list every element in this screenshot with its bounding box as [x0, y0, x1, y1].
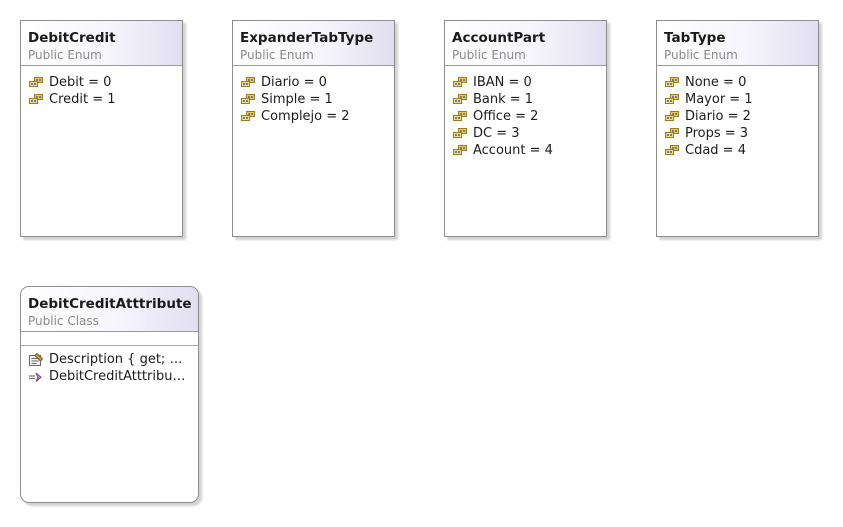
enum-member-icon [452, 110, 468, 124]
enum-shape-debitcredit[interactable]: DebitCredit Public Enum Debit = 0 Credit … [20, 20, 183, 237]
member-list: Description { get; set; } DebitCreditAttt… [21, 346, 198, 385]
member-row[interactable]: Simple = 1 [240, 91, 394, 108]
enum-member-icon [240, 110, 256, 124]
member-text: Account = 4 [473, 143, 553, 158]
shape-header[interactable]: DebitCredit Public Enum [21, 21, 182, 66]
member-row[interactable]: IBAN = 0 [452, 74, 606, 91]
member-list: None = 0 Mayor = 1 Diario = 2 Props = 3 Cdad… [657, 66, 818, 159]
property-icon [28, 352, 44, 367]
member-row[interactable]: Bank = 1 [452, 91, 606, 108]
member-text: Complejo = 2 [261, 109, 350, 124]
shape-name: DebitCreditAtttribute [28, 296, 192, 312]
enum-member-icon [28, 93, 44, 107]
member-text: Debit = 0 [49, 75, 112, 90]
member-text: Office = 2 [473, 109, 539, 124]
member-text: Props = 3 [685, 126, 749, 141]
shape-name: DebitCredit [28, 30, 116, 46]
member-row[interactable]: DebitCreditAtttribute() [28, 368, 198, 385]
member-text: IBAN = 0 [473, 75, 532, 90]
shape-header[interactable]: DebitCreditAtttribute Public Class [21, 287, 198, 332]
enum-member-icon [240, 93, 256, 107]
shape-kind: Public Enum [240, 48, 314, 62]
constructor-icon [28, 370, 44, 384]
member-text: DebitCreditAtttribute() [49, 369, 189, 384]
base-type-compartment [21, 332, 198, 346]
member-text: Diario = 0 [261, 75, 327, 90]
enum-member-icon [452, 144, 468, 158]
shape-name: TabType [664, 30, 726, 46]
member-row[interactable]: DC = 3 [452, 125, 606, 142]
shape-name: AccountPart [452, 30, 546, 46]
member-row[interactable]: Diario = 2 [664, 108, 818, 125]
enum-member-icon [664, 127, 680, 141]
enum-shape-accountpart[interactable]: AccountPart Public Enum IBAN = 0 Bank = 1… [444, 20, 607, 237]
member-text: Mayor = 1 [685, 92, 753, 107]
enum-member-icon [28, 76, 44, 90]
enum-member-icon [452, 76, 468, 90]
shape-header[interactable]: AccountPart Public Enum [445, 21, 606, 66]
shape-name: ExpanderTabType [240, 30, 374, 46]
class-shape-debitcreditatttribute[interactable]: DebitCreditAtttribute Public Class Descr… [20, 286, 199, 503]
member-row[interactable]: Debit = 0 [28, 74, 182, 91]
member-text: None = 0 [685, 75, 747, 90]
member-row[interactable]: Complejo = 2 [240, 108, 394, 125]
member-text: Credit = 1 [49, 92, 116, 107]
shape-kind: Public Enum [28, 48, 102, 62]
member-text: Bank = 1 [473, 92, 534, 107]
member-row[interactable]: Office = 2 [452, 108, 606, 125]
member-row[interactable]: Mayor = 1 [664, 91, 818, 108]
enum-member-icon [664, 144, 680, 158]
member-list: Diario = 0 Simple = 1 Complejo = 2 [233, 66, 394, 125]
member-text: Diario = 2 [685, 109, 751, 124]
member-row[interactable]: Cdad = 4 [664, 142, 818, 159]
shape-kind: Public Enum [664, 48, 738, 62]
member-text: DC = 3 [473, 126, 520, 141]
member-list: Debit = 0 Credit = 1 [21, 66, 182, 108]
shape-header[interactable]: TabType Public Enum [657, 21, 818, 66]
member-text: Simple = 1 [261, 92, 333, 107]
shape-header[interactable]: ExpanderTabType Public Enum [233, 21, 394, 66]
enum-member-icon [664, 110, 680, 124]
enum-shape-expandertabtype[interactable]: ExpanderTabType Public Enum Diario = 0 Si… [232, 20, 395, 237]
enum-member-icon [452, 93, 468, 107]
member-row[interactable]: Description { get; set; } [28, 351, 198, 368]
member-row[interactable]: Diario = 0 [240, 74, 394, 91]
enum-shape-tabtype[interactable]: TabType Public Enum None = 0 Mayor = 1 Dia… [656, 20, 819, 237]
member-row[interactable]: Account = 4 [452, 142, 606, 159]
member-row[interactable]: Props = 3 [664, 125, 818, 142]
enum-member-icon [240, 76, 256, 90]
shape-kind: Public Class [28, 314, 99, 328]
member-list: IBAN = 0 Bank = 1 Office = 2 DC = 3 Account … [445, 66, 606, 159]
member-row[interactable]: None = 0 [664, 74, 818, 91]
enum-member-icon [664, 93, 680, 107]
shape-kind: Public Enum [452, 48, 526, 62]
enum-member-icon [452, 127, 468, 141]
member-text: Cdad = 4 [685, 143, 746, 158]
member-text: Description { get; set; } [49, 352, 189, 367]
member-row[interactable]: Credit = 1 [28, 91, 182, 108]
enum-member-icon [664, 76, 680, 90]
